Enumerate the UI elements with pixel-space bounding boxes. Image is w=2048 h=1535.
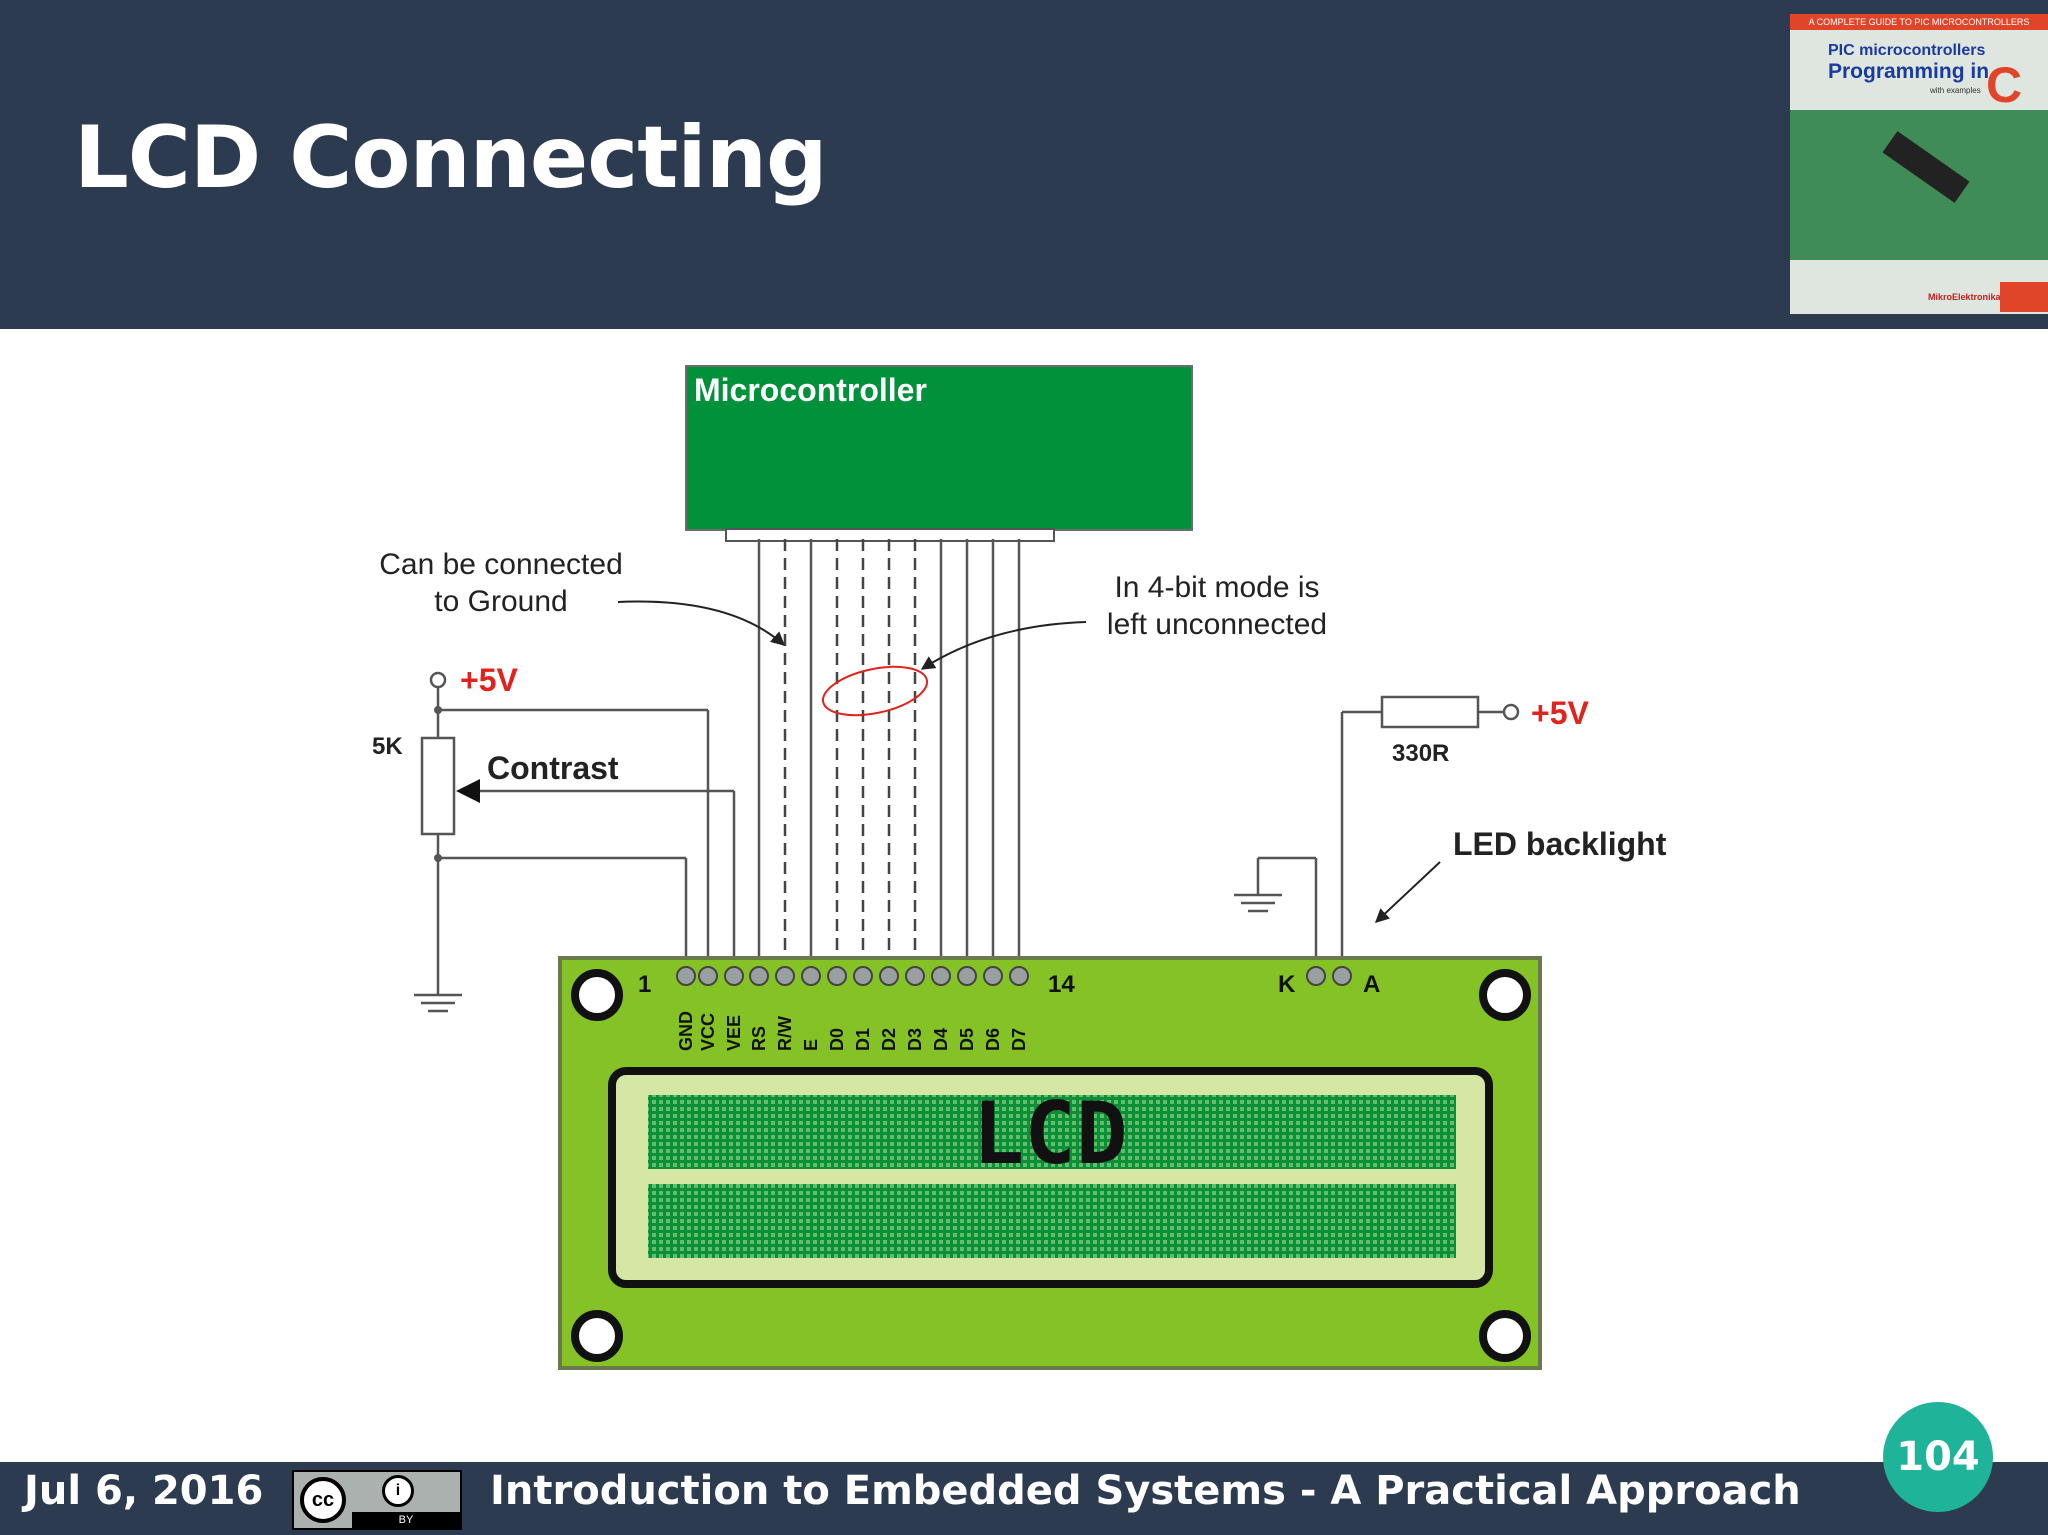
book-big-letter: C <box>1986 57 2023 113</box>
data-wires <box>757 539 1021 965</box>
contrast-label: Contrast <box>487 750 619 786</box>
ground-note-line2: to Ground <box>434 585 567 618</box>
unconnected-note-arrow <box>920 621 1087 670</box>
book-publisher-logo: MikroElektronika <box>1928 292 2001 302</box>
contrast-circuit <box>414 671 736 1013</box>
junction-dot <box>434 706 442 714</box>
page-number-badge: 104 <box>1883 1402 1993 1512</box>
unconnected-note-line1: In 4-bit mode is <box>1114 571 1319 604</box>
supply-left-label: +5V <box>460 662 518 698</box>
dashed-wires <box>783 539 917 965</box>
wiper-arrow <box>456 779 480 803</box>
book-band: A COMPLETE GUIDE TO PIC MICROCONTROLLERS <box>1790 14 2048 30</box>
cc-icon: cc <box>300 1477 346 1523</box>
pin-last-label: 14 <box>1048 971 1075 998</box>
pin-name: E <box>801 1039 821 1051</box>
pin-name: D6 <box>983 1028 1003 1051</box>
unused-lines-highlight <box>821 665 929 717</box>
ground-note-arrow <box>617 600 786 646</box>
pin-name: D2 <box>879 1028 899 1051</box>
ground-note-line1: Can be connected <box>379 548 623 581</box>
backlight-arrow <box>1374 861 1441 923</box>
backlight-label: LED backlight <box>1453 826 1667 862</box>
resistor-value-label: 330R <box>1392 740 1449 767</box>
footer-course-title: Introduction to Embedded Systems - A Pra… <box>490 1468 1801 1514</box>
supply-right-label: +5V <box>1531 695 1589 731</box>
pot-value-label: 5K <box>372 733 403 760</box>
attribution-icon: i <box>382 1475 414 1507</box>
book-title-line1: PIC microcontrollers <box>1828 42 1986 59</box>
pin-name: D1 <box>853 1028 873 1051</box>
cc-license-badge: cc i BY <box>292 1470 462 1530</box>
junction-dot <box>434 854 442 862</box>
pin-name: VCC <box>698 1013 718 1051</box>
lcd-text: LCD <box>972 1084 1127 1184</box>
lcd-pin-header <box>676 966 1352 986</box>
lcd-module: LCD <box>558 956 1542 1370</box>
footer-date: Jul 6, 2016 <box>24 1468 264 1514</box>
book-board-photo <box>1790 110 2048 260</box>
book-cover-image: A COMPLETE GUIDE TO PIC MICROCONTROLLERS… <box>1790 14 2048 314</box>
backlight-circuit <box>1234 695 1520 965</box>
pin-name: D5 <box>957 1028 977 1051</box>
lcd-row-2 <box>648 1184 1456 1258</box>
pin-name: D0 <box>827 1028 847 1051</box>
pin-k-label: K <box>1278 971 1296 998</box>
book-subtitle: with examples <box>1930 86 1981 95</box>
pin-a-label: A <box>1363 971 1380 998</box>
pin-name: D3 <box>905 1028 925 1051</box>
mount-hole <box>571 969 623 1021</box>
pin-name: GND <box>676 1011 696 1051</box>
microcontroller-block: Microcontroller <box>685 365 1193 531</box>
microcontroller-label: Microcontroller <box>694 372 927 408</box>
pin-name: VEE <box>724 1015 744 1051</box>
pin-name-labels: GND VCC VEE RS R/W E D0 D1 D2 D3 D4 D5 D… <box>676 1011 1029 1051</box>
pin-name: D4 <box>931 1028 951 1051</box>
lcd-row-1 <box>648 1095 1456 1169</box>
slide-title: LCD Connecting <box>74 108 828 208</box>
unconnected-note-line2: left unconnected <box>1107 608 1327 641</box>
lcd-wiring-diagram: Microcontroller Can be connected to Grou… <box>372 365 1667 1370</box>
pin-first-label: 1 <box>638 971 651 998</box>
mount-hole <box>1479 969 1531 1021</box>
pin-name: RS <box>749 1026 769 1051</box>
pin-name: R/W <box>775 1016 795 1051</box>
mount-hole <box>1479 1310 1531 1362</box>
book-title-line2: Programming in <box>1828 60 1990 83</box>
mount-hole <box>571 1310 623 1362</box>
slide-header <box>0 0 2048 329</box>
license-by-label: BY <box>352 1512 460 1528</box>
book-tag <box>2000 282 2048 312</box>
pin-name: D7 <box>1009 1028 1029 1051</box>
